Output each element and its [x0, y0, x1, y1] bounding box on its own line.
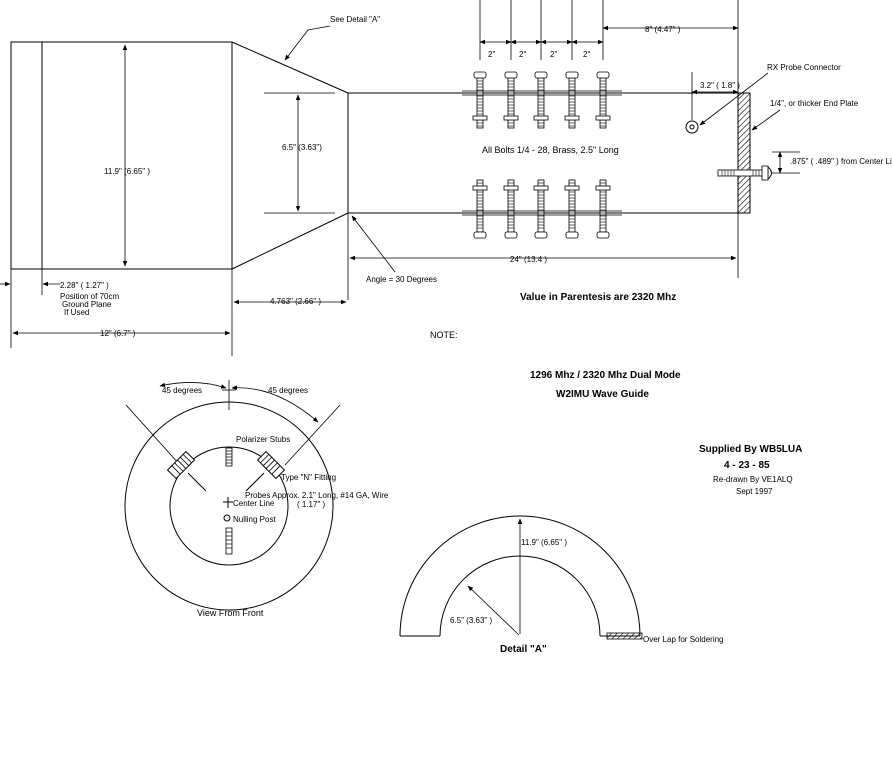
dim-2-28-label: 2.28" ( 1.27" ) — [60, 281, 109, 290]
front-view: 45 degrees 45 degrees — [124, 380, 389, 618]
top-bolt-4 — [564, 71, 580, 129]
taper-bottom — [231, 212, 349, 270]
end-plate — [737, 92, 751, 214]
see-detail-a-leader — [284, 25, 331, 61]
bottom-bolt-2 — [503, 179, 519, 239]
type-n-label: Type "N" Fitting — [281, 473, 336, 482]
end-plate-label: 1/4", or thicker End Plate — [770, 99, 859, 108]
deg-left-label: 45 degrees — [162, 386, 202, 395]
all-bolts-label: All Bolts 1/4 - 28, Brass, 2.5" Long — [482, 145, 619, 155]
top-bolt-row — [462, 71, 622, 129]
center-line-label: Center Line — [233, 499, 275, 508]
rx-probe-leader — [699, 72, 769, 126]
end-plate-leader — [751, 109, 781, 131]
dim-875-label: .875" ( .489" ) from Center Line — [790, 157, 892, 166]
date: 4 - 23 - 85 — [724, 460, 770, 471]
spacing-2-label-2: 2" — [519, 50, 526, 59]
n-fitting-right — [256, 450, 286, 480]
polarizer-label: Polarizer Stubs — [236, 435, 290, 444]
bottom-bolt-3 — [533, 179, 549, 239]
top-bolt-3 — [533, 71, 549, 129]
bolt-spacing-dimensions — [479, 0, 739, 93]
rx-probe-label: RX Probe Connector — [767, 63, 841, 72]
probes-label-1: Probes Approx. 2.1" Long, #14 GA, Wire — [245, 491, 389, 500]
horn-outer-body — [10, 41, 233, 270]
rx-probe-connector — [685, 120, 699, 134]
title-line-2: W2IMU Wave Guide — [556, 389, 649, 400]
dim-12-label: 12" (6.7" ) — [100, 329, 136, 338]
detail-a: 11.9" (6.65" ) 6.5" (3.63" ) Over Lap fo… — [399, 515, 724, 655]
spacing-2-label-3: 2" — [550, 50, 557, 59]
angle-label: Angle = 30 Degrees — [366, 275, 437, 284]
dim-24-label: 24" (13.4 ) — [510, 255, 547, 264]
bottom-bolt-5 — [595, 179, 611, 239]
top-bolt-2 — [503, 71, 519, 129]
see-detail-a-label: See Detail "A" — [330, 15, 380, 24]
probes-label-2: ( 1.17" ) — [297, 500, 326, 509]
polarizer-stub-top — [225, 447, 233, 467]
dim-8-label: 8" (4.47" ) — [645, 25, 681, 34]
waveguide-circle — [169, 446, 289, 566]
overlap-tab — [606, 632, 643, 640]
overlap-label: Over Lap for Soldering — [643, 635, 724, 644]
bottom-bolt-1 — [472, 179, 488, 239]
nulling-post-label: Nulling Post — [233, 515, 276, 524]
bottom-bolt-4 — [564, 179, 580, 239]
dim-11-9-label: 11.9" (6.65" ) — [104, 167, 150, 176]
dim-6-5-label: 6.5" (3.63") — [282, 143, 322, 152]
polarizer-stub-bottom — [225, 527, 233, 555]
ground-plane-label-1: Position of 70cm — [60, 292, 119, 301]
redrawn-by: Re-drawn By VE1ALQ — [713, 475, 793, 484]
ground-plane-label-3: If Used — [64, 308, 89, 317]
date2: Sept 1997 — [736, 487, 773, 496]
side-view: See Detail "A" 2" 2" 2" 2" 8" (4.47" ) R… — [0, 0, 892, 356]
spacing-2-label-4: 2" — [583, 50, 590, 59]
angle-leader — [351, 215, 396, 273]
title-block: 1296 Mhz / 2320 Mhz Dual Mode W2IMU Wave… — [530, 370, 802, 496]
nulling-bolt — [717, 169, 769, 177]
detail-dim-11-9-label: 11.9" (6.65" ) — [521, 538, 567, 547]
title-line-1: 1296 Mhz / 2320 Mhz Dual Mode — [530, 370, 681, 381]
spacing-2-label-1: 2" — [488, 50, 495, 59]
supplied-by: Supplied By WB5LUA — [699, 444, 802, 455]
top-bolt-5 — [595, 71, 611, 129]
note-label: NOTE: — [430, 330, 458, 340]
detail-dim-6-5-label: 6.5" (3.63" ) — [450, 616, 492, 625]
bottom-bolt-row — [462, 179, 622, 239]
front-view-caption: View From Front — [197, 608, 264, 618]
detail-a-caption: Detail "A" — [500, 644, 547, 655]
dim-4-763-label: 4.763" (2.66" ) — [270, 297, 321, 306]
ground-plane-label-2: Ground Plane — [62, 300, 112, 309]
top-bolt-1 — [472, 71, 488, 129]
taper-top — [231, 41, 349, 94]
dim-3-2-label: 3.2" ( 1.8" ) — [700, 81, 740, 90]
n-fitting-left — [166, 450, 196, 480]
value-note: Value in Parentesis are 2320 Mhz — [520, 292, 676, 303]
deg-right-label: 45 degrees — [268, 386, 308, 395]
nulling-post — [223, 514, 231, 522]
detail-a-outer-arc — [399, 515, 641, 637]
